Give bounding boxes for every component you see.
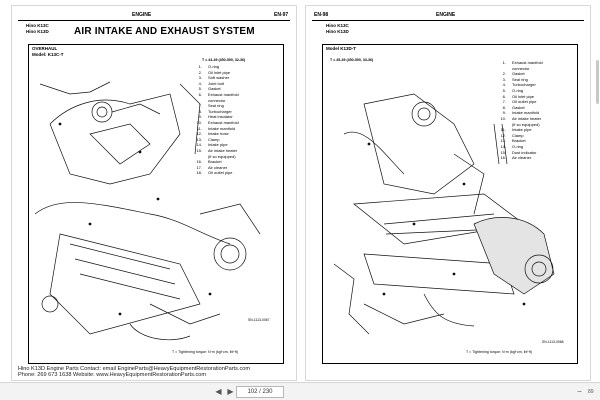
legend-item: 8.Turbocharger	[198, 108, 232, 114]
current-page-number: 102	[247, 389, 258, 395]
left-model-1: Hino K13C	[26, 23, 49, 28]
left-header-page-number: EN-97	[274, 12, 289, 18]
viewer-toolbar: ◀ ▶ 102 / 230 − 89	[0, 382, 600, 400]
zoom-out-icon[interactable]: −	[577, 387, 582, 396]
legend-item: 13.Clamp	[196, 136, 220, 142]
left-torque-spec: T = 44-49 (450-500, 32-36)	[202, 58, 246, 62]
right-exploded-diagram	[333, 93, 555, 335]
left-figure-id: SN-1113-0067	[248, 318, 270, 322]
next-page-icon[interactable]: ▶	[227, 387, 234, 396]
legend-item: 6.Oil inlet pipe	[502, 93, 535, 99]
legend-item: 10.Air intake heater	[500, 115, 542, 121]
right-figure-frame	[322, 44, 578, 364]
legend-item: 14.O-ring	[500, 143, 524, 149]
legend-item: 13.Bracket	[500, 138, 526, 144]
legend-item: 16.Air cleaner	[500, 155, 532, 161]
legend-item: 1.O-ring	[198, 64, 220, 69]
footer-contact-line: Hino K13D Engine Parts Contact: email En…	[18, 366, 251, 372]
legend-item: (if so equipped)	[512, 121, 540, 127]
legend-item: (if so equipped)	[208, 153, 236, 159]
legend-item: 5.Gasket	[198, 86, 221, 92]
total-pages: 230	[262, 389, 273, 395]
zoom-level: 89	[588, 389, 594, 395]
right-model-1: Hino K13C	[326, 23, 349, 28]
section-label: OVERHAUL Model: K13C-T	[32, 46, 64, 58]
legend-item: 3.Seal ring	[502, 76, 528, 82]
legend-item: connector	[512, 65, 530, 71]
right-model-2: Hino K13D	[326, 29, 349, 34]
page-separator: /	[259, 389, 261, 395]
left-box-model: Model: K13C-T	[32, 52, 64, 57]
legend-item: 11.Intake pipe	[500, 127, 532, 133]
page-number-input[interactable]: 102 / 230	[236, 386, 284, 398]
legend-item: 1.Exhaust manifold	[502, 60, 543, 65]
previous-page-icon[interactable]: ◀	[215, 387, 222, 396]
legend-item: 2.Gasket	[502, 71, 525, 77]
legend-item: 11.Intake manifold	[196, 125, 236, 131]
left-model-2: Hino K13D	[26, 29, 49, 34]
left-page: ENGINE EN-97 Hino K13C Hino K13D AIR INT…	[12, 6, 296, 380]
right-parts-legend: 1.Exhaust manifold connector 2.Gasket 3.…	[492, 60, 543, 161]
right-torque-spec: T = 45-49 (450-500, 33-36)	[330, 58, 374, 62]
legend-item: 10.Exhaust manifold	[196, 119, 239, 125]
legend-item: 5.O-ring	[502, 87, 524, 93]
left-torque-note: T = Tightening torque: N·m (kgf·cm, lbf·…	[172, 350, 238, 354]
left-figure-frame	[28, 44, 284, 364]
legend-item: 9.Intake manifold	[502, 110, 540, 116]
legend-item: 16.Bracket	[196, 159, 222, 165]
right-box-model: Model K13D-T	[326, 46, 357, 51]
legend-item: 7.Seal ring	[198, 103, 224, 109]
left-header-section: ENGINE	[132, 12, 152, 18]
legend-item: 15.Dust indicator	[500, 149, 537, 155]
legend-item: 4.Turbocharger	[502, 82, 536, 88]
page-title: AIR INTAKE AND EXHAUST SYSTEM	[74, 26, 255, 37]
legend-item: 9.Heat insulator	[198, 114, 233, 120]
left-header-rule	[18, 20, 290, 21]
legend-item: connector	[208, 97, 226, 103]
legend-item: 2.Oil inlet pipe	[198, 69, 231, 75]
right-model-list: Hino K13C Hino K13D	[326, 23, 349, 35]
left-exploded-diagram	[34, 81, 261, 341]
right-torque-note: T = Tightening torque: N·m (kgf·cm, lbf·…	[466, 350, 532, 354]
left-model-list: Hino K13C Hino K13D	[26, 23, 49, 35]
right-header-rule	[312, 20, 584, 21]
right-header-page-number: EN-98	[314, 12, 329, 18]
section-overhaul: OVERHAUL	[32, 46, 58, 51]
footer-phone-website-line: Phone: 269 673 1638 Website: www.HeavyEq…	[18, 372, 207, 379]
right-figure-id: SN-1113-0068	[542, 340, 564, 344]
legend-item: 6.Exhaust manifold	[198, 91, 239, 97]
left-footer: Hino K13D Engine Parts Contact: email En…	[18, 366, 250, 379]
right-page: EN-98 ENGINE Hino K13C Hino K13D Model K…	[306, 6, 590, 380]
legend-item: 3.Soft washer	[198, 75, 230, 81]
vertical-scrollbar[interactable]	[596, 60, 599, 104]
legend-item: 8.Gasket	[502, 104, 525, 110]
left-parts-legend: 1.O-ring 2.Oil inlet pipe 3.Soft washer …	[188, 64, 239, 176]
legend-item: 18.Oil outlet pipe	[196, 170, 233, 176]
legend-item: 4.Joint bolt	[198, 80, 225, 86]
legend-item: 7.Oil outlet pipe	[502, 99, 537, 105]
legend-item: 14.Intake pipe	[196, 142, 228, 148]
right-header-section: ENGINE	[436, 12, 456, 18]
legend-item: 12.Intake hose	[196, 131, 229, 137]
legend-item: 15.Air intake heater	[196, 147, 238, 153]
legend-item: 17.Air cleaner	[196, 164, 228, 170]
